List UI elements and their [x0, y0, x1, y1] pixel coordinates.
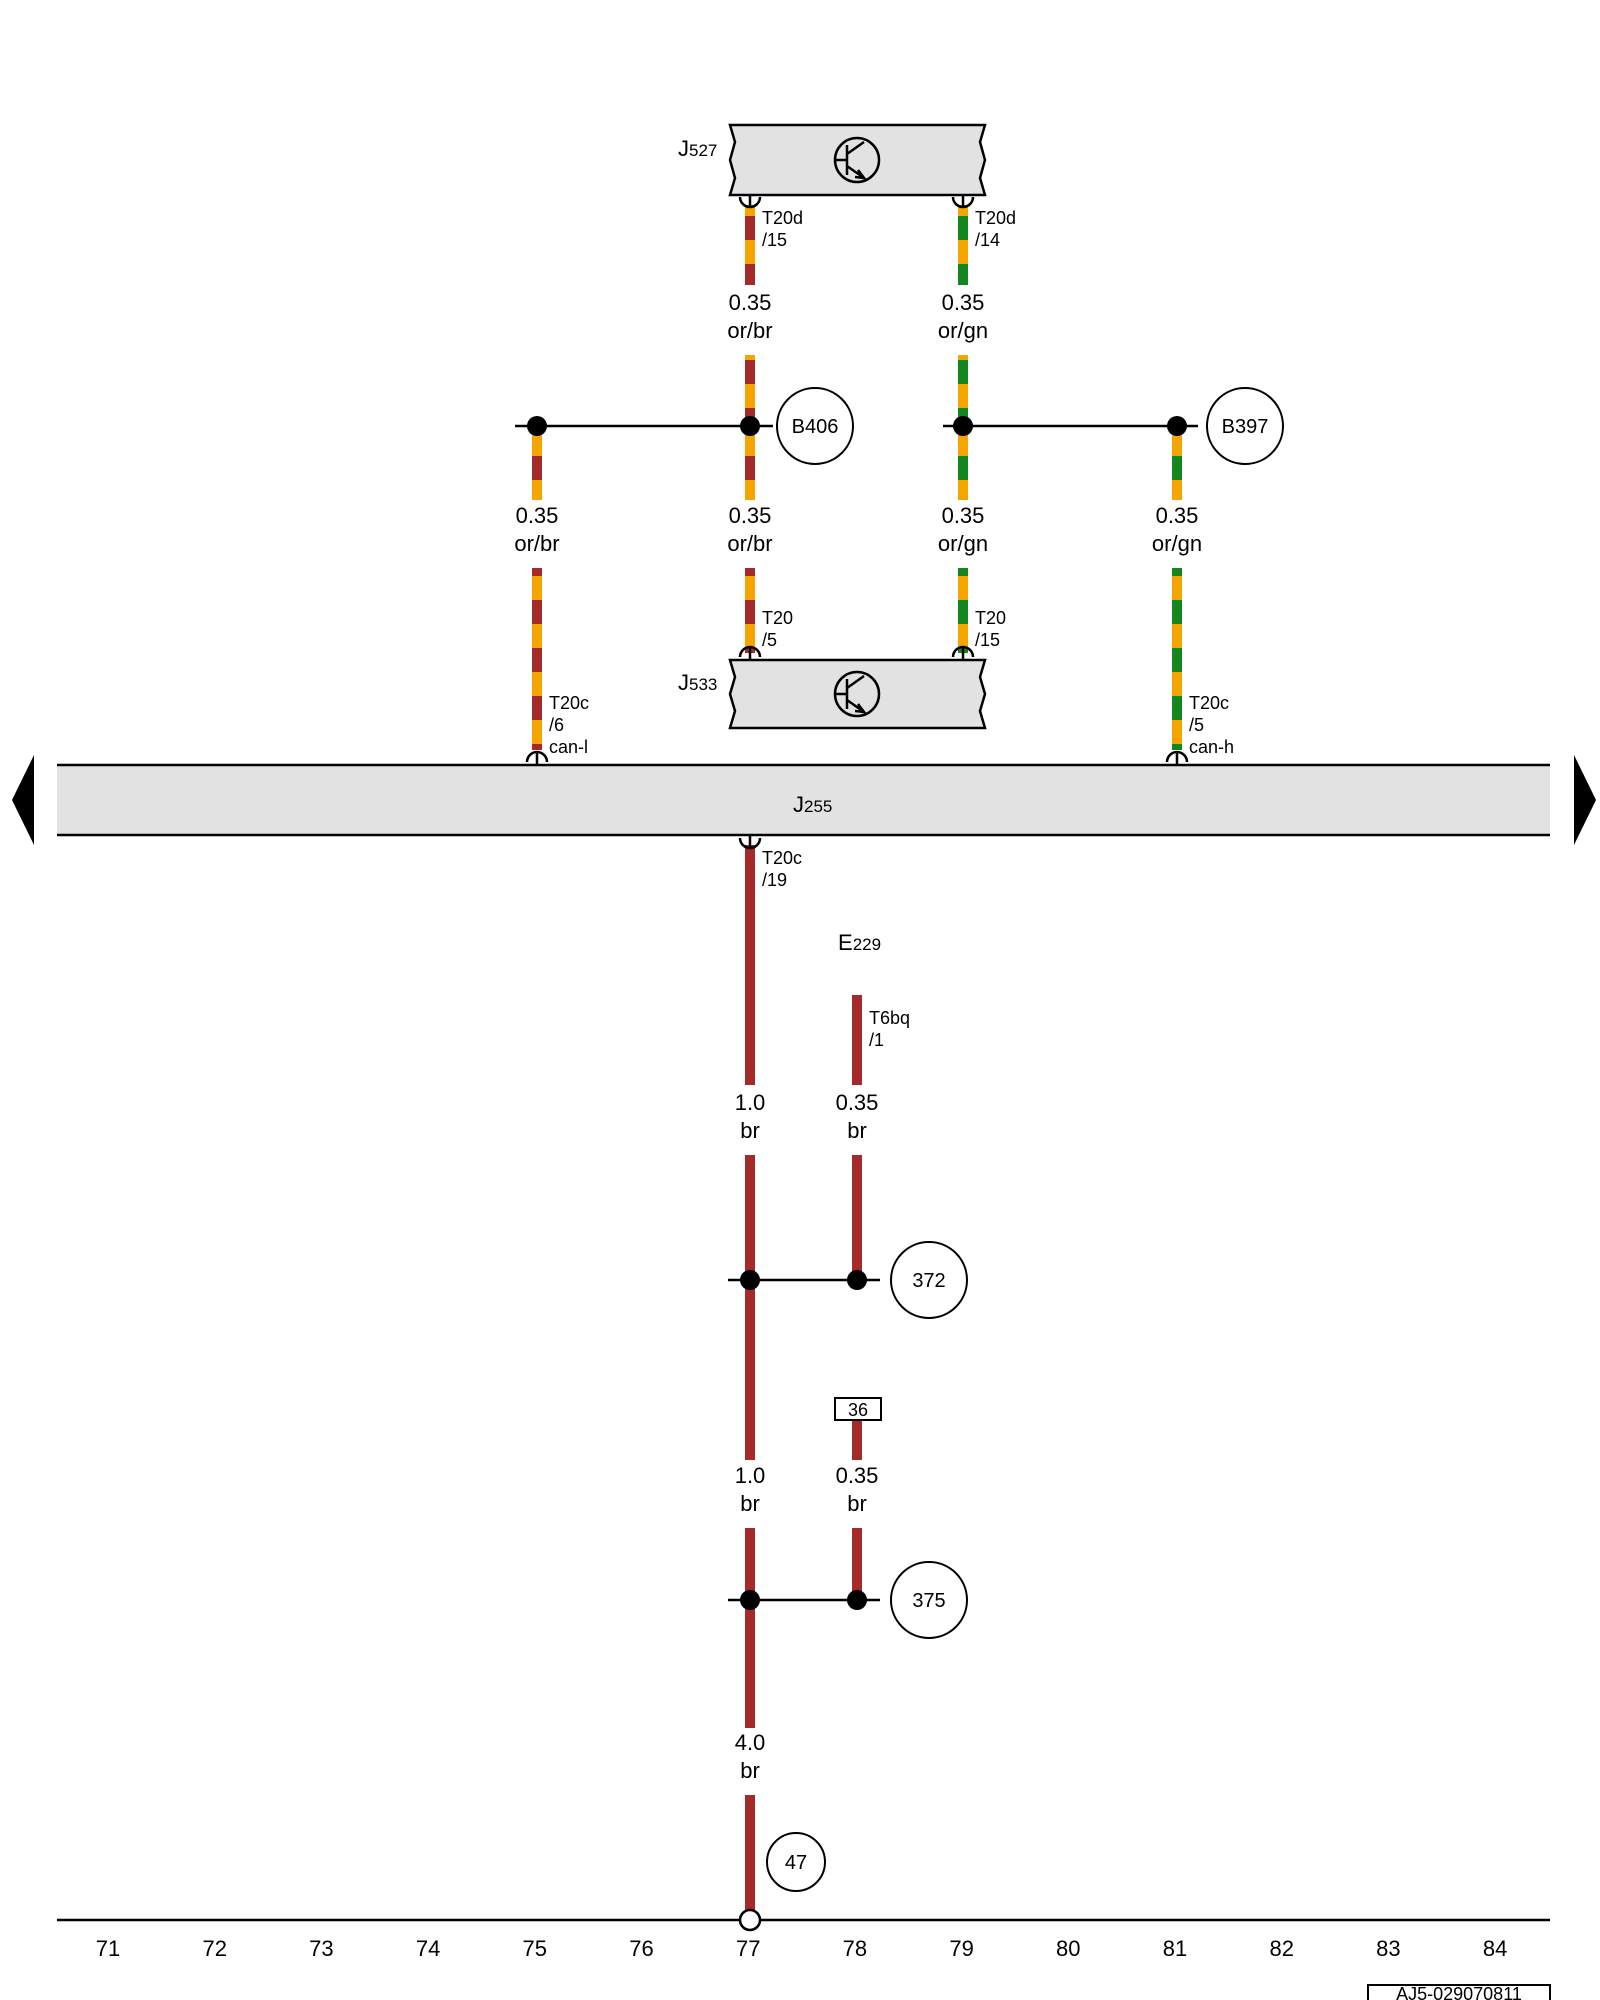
- module-j527-body: [728, 123, 987, 197]
- column-number: 83: [1376, 1936, 1400, 1961]
- splice-dot: [953, 416, 973, 436]
- column-number: 82: [1269, 1936, 1293, 1961]
- wire-br: [745, 845, 755, 1085]
- wire-br: [852, 1155, 862, 1280]
- wire-br: [745, 1528, 755, 1728]
- column-number: 79: [949, 1936, 973, 1961]
- column-number: 81: [1163, 1936, 1187, 1961]
- svg-text:375: 375: [912, 1590, 945, 1612]
- column-number: 76: [629, 1936, 653, 1961]
- transistor-icon-lines: [835, 140, 867, 180]
- wire-br: [852, 1528, 862, 1600]
- wire-or-gn: [958, 205, 968, 285]
- splice-dot: [740, 1590, 760, 1610]
- fuse-36[interactable]: 36: [834, 1397, 882, 1421]
- wire-br: [852, 995, 862, 1085]
- pin-label-t20c-5: T20c /5 can-h: [1189, 693, 1234, 757]
- pin-label-t20-5: T20 /5: [762, 608, 798, 650]
- ground-terminal: [738, 1908, 762, 1932]
- column-number: 72: [202, 1936, 226, 1961]
- column-number: 73: [309, 1936, 333, 1961]
- connector-symbol: [525, 195, 1189, 850]
- wire-br: [745, 1155, 755, 1460]
- wire-or-br: [745, 568, 755, 653]
- column-number: 75: [523, 1936, 547, 1961]
- wire-or-gn: [1172, 568, 1182, 750]
- pin-label-t6bq-1: T6bq /1: [869, 1008, 915, 1050]
- column-number: 80: [1056, 1936, 1080, 1961]
- wire-or-br: [745, 205, 755, 285]
- wire-br: [852, 1420, 862, 1460]
- splice-dot: [740, 416, 760, 436]
- component-e229-label: E229: [838, 930, 881, 955]
- splice-dot: [527, 416, 547, 436]
- svg-text:36: 36: [848, 1400, 868, 1420]
- wire-br: [745, 1795, 755, 1915]
- module-j533-body: [728, 658, 987, 730]
- module-j533-label: J533: [678, 670, 717, 695]
- connection-375[interactable]: 375: [890, 1561, 968, 1639]
- connection-372[interactable]: 372: [890, 1241, 968, 1319]
- pin-label-t20-15: T20 /15: [975, 608, 1011, 650]
- wire-or-gn: [958, 568, 968, 653]
- continuation-arrow-left[interactable]: [12, 755, 34, 845]
- svg-text:372: 372: [912, 1270, 945, 1292]
- column-number: 78: [843, 1936, 867, 1961]
- splice-dot: [1167, 416, 1187, 436]
- connection-b397[interactable]: B397: [1206, 387, 1284, 465]
- column-number: 71: [96, 1936, 120, 1961]
- connection-47[interactable]: 47: [766, 1832, 826, 1892]
- pin-label-t20c-6: T20c /6 can-l: [549, 693, 594, 757]
- wire-or-br: [532, 568, 542, 750]
- column-axis: 71 72 73 74 75 76 77 78 79 80 81 82 83 84: [96, 1936, 1508, 1961]
- module-j527[interactable]: J527: [678, 123, 987, 197]
- svg-text:AJ5-029070811: AJ5-029070811: [1396, 1984, 1522, 2000]
- column-number: 74: [416, 1936, 440, 1961]
- connection-b406[interactable]: B406: [776, 387, 854, 465]
- module-j533[interactable]: J533: [678, 658, 987, 730]
- module-j255-label: J255: [793, 792, 832, 817]
- module-j255[interactable]: J255: [57, 763, 1550, 837]
- module-j255-body: [57, 765, 1550, 835]
- transistor-icon-lines: [835, 674, 867, 714]
- pin-label-t20d-15: T20d /15: [762, 208, 808, 250]
- svg-text:B397: B397: [1222, 416, 1269, 438]
- wire-or-br: [532, 425, 542, 500]
- splice-dot: [847, 1590, 867, 1610]
- module-j527-label: J527: [678, 136, 717, 161]
- pin-label-t20d-14: T20d /14: [975, 208, 1021, 250]
- wire-or-gn: [1172, 425, 1182, 500]
- column-number: 77: [736, 1936, 760, 1961]
- svg-text:47: 47: [785, 1852, 807, 1874]
- svg-text:B406: B406: [792, 416, 839, 438]
- column-number: 84: [1483, 1936, 1507, 1961]
- splice-dot: [740, 1270, 760, 1290]
- continuation-arrow-right[interactable]: [1574, 755, 1596, 845]
- pin-label-t20c-19: T20c /19: [762, 848, 807, 890]
- drawing-id: AJ5-029070811: [1367, 1984, 1551, 2000]
- splice-dot: [847, 1270, 867, 1290]
